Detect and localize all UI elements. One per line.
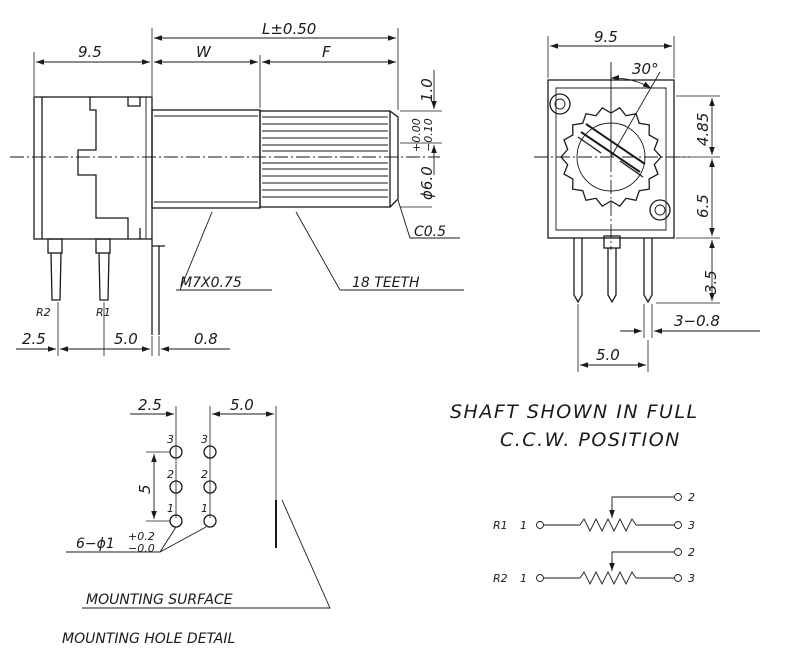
hole-dim-vertical: 5 [136, 484, 154, 494]
hole-dim-right: 5.0 [230, 396, 254, 414]
hole-label: 2 [201, 468, 208, 481]
schematic-r1-terminal-2: 2 [688, 491, 695, 504]
front-pin-right [643, 238, 653, 304]
dim-upper-height: 4.85 [694, 113, 712, 146]
pot-body [33, 96, 153, 240]
dim-middle-height: 6.5 [694, 194, 712, 218]
front-terminal-tab [603, 235, 621, 249]
front-pin-middle [607, 248, 617, 304]
schematic-r1-label: R1 [493, 519, 508, 532]
dim-angle: 30° [632, 60, 659, 78]
mounting-hole [169, 480, 183, 494]
dim-pin-spacing: 5.0 [596, 346, 620, 364]
hole-tol-upper: +0.2 [128, 530, 155, 543]
dim-top-offset: 1.0 [418, 78, 436, 102]
mounting-tab [151, 239, 165, 335]
mounting-screw-top-left [549, 93, 571, 115]
front-view: 30° 9.5 4.85 6.5 3.5 3−0.8 5.0 [534, 28, 760, 372]
hole-label: 1 [167, 502, 174, 515]
dim-shaft-tol-upper: +0.00 [410, 118, 423, 152]
label-r2: R2 [36, 306, 51, 319]
schematic-r1-terminal-3: 3 [688, 519, 695, 532]
dim-pin-pitch: 5.0 [114, 330, 138, 348]
mounting-hole [203, 445, 217, 459]
dim-w: W [196, 43, 212, 61]
hole-tol-lower: −0.0 [128, 542, 155, 555]
hole-detail-title: MOUNTING HOLE DETAIL [62, 631, 235, 647]
dim-tab-thickness: 0.8 [194, 330, 218, 348]
dim-body-width: 9.5 [78, 43, 102, 61]
resistor-r1 [579, 517, 637, 533]
notes: SHAFT SHOWN IN FULL C.C.W. POSITION [450, 401, 699, 451]
dim-front-width: 9.5 [594, 28, 618, 46]
hole-callout: 6−ϕ1 [76, 536, 115, 552]
terminal-pin-r2 [47, 238, 63, 301]
dim-f: F [322, 43, 331, 61]
front-pin-left [573, 238, 583, 304]
terminal-pin-r1 [95, 238, 111, 301]
resistor-r2 [579, 570, 637, 586]
dim-pin-offset: 2.5 [22, 330, 46, 348]
dim-shaft-tol-lower: −0.10 [422, 118, 435, 152]
label-r1: R1 [96, 306, 111, 319]
dim-tab-width: 3−0.8 [674, 312, 720, 330]
hole-label: 3 [201, 433, 208, 446]
hole-label: 1 [201, 502, 208, 515]
schematic-r2-label: R2 [493, 572, 508, 585]
label-mounting-surface: MOUNTING SURFACE [86, 592, 233, 608]
schematic-r1-terminal-1: 1 [520, 519, 527, 532]
mounting-hole-detail: 2.5 5.0 3 3 2 2 1 1 5 6−ϕ1 +0.2 −0.0 MOU… [62, 396, 331, 647]
hole-label: 2 [167, 468, 174, 481]
schematic-r2-terminal-2: 2 [688, 546, 695, 559]
mounting-hole [203, 514, 217, 528]
note-line-1: SHAFT SHOWN IN FULL [450, 401, 699, 423]
mounting-screw-bottom-right [649, 199, 671, 221]
label-chamfer: C0.5 [414, 224, 446, 240]
side-view: 9.5 L±0.50 W F 1.0 ϕ6.0 +0.00 −0.10 C0.5… [10, 20, 464, 356]
note-line-2: C.C.W. POSITION [500, 429, 681, 451]
dim-total-length: L±0.50 [262, 20, 316, 38]
hole-label: 3 [167, 433, 174, 446]
hole-dim-left: 2.5 [138, 396, 162, 414]
body-inner-profile [41, 97, 141, 239]
threaded-bushing [151, 109, 261, 209]
label-teeth: 18 TEETH [352, 275, 420, 291]
label-thread: M7X0.75 [180, 275, 242, 291]
dim-shaft-diameter: ϕ6.0 [418, 166, 436, 200]
schematic-r2-terminal-3: 3 [688, 572, 695, 585]
dim-pin-length: 3.5 [702, 270, 720, 294]
knurled-shaft [259, 110, 399, 208]
schematic: R1 1 3 2 R2 1 3 2 [493, 491, 695, 586]
schematic-r2-terminal-1: 1 [520, 572, 527, 585]
mounting-hole [203, 480, 217, 494]
